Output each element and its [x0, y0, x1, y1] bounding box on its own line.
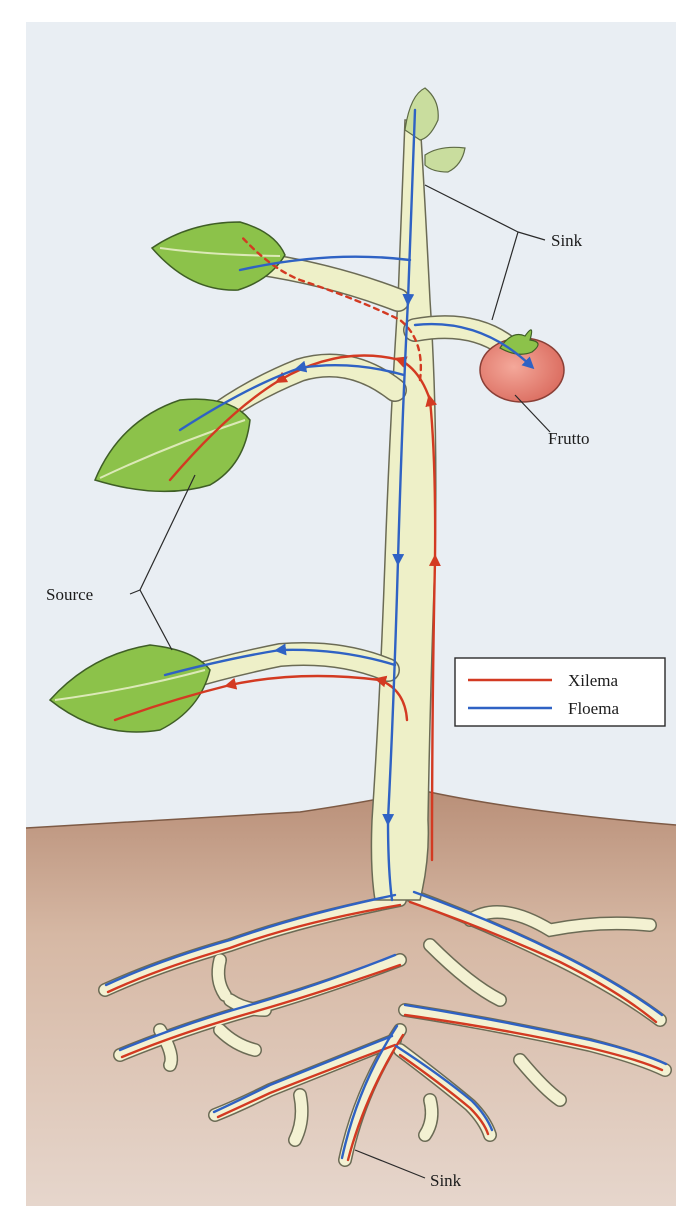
legend-xylem-label: Xilema [568, 671, 618, 690]
label-fruit: Frutto [548, 429, 590, 448]
legend: Xilema Floema [455, 658, 665, 726]
label-sink-bottom: Sink [430, 1171, 462, 1190]
legend-phloem-label: Floema [568, 699, 619, 718]
legend-box [455, 658, 665, 726]
label-sink-top: Sink [551, 231, 583, 250]
label-source: Source [46, 585, 93, 604]
